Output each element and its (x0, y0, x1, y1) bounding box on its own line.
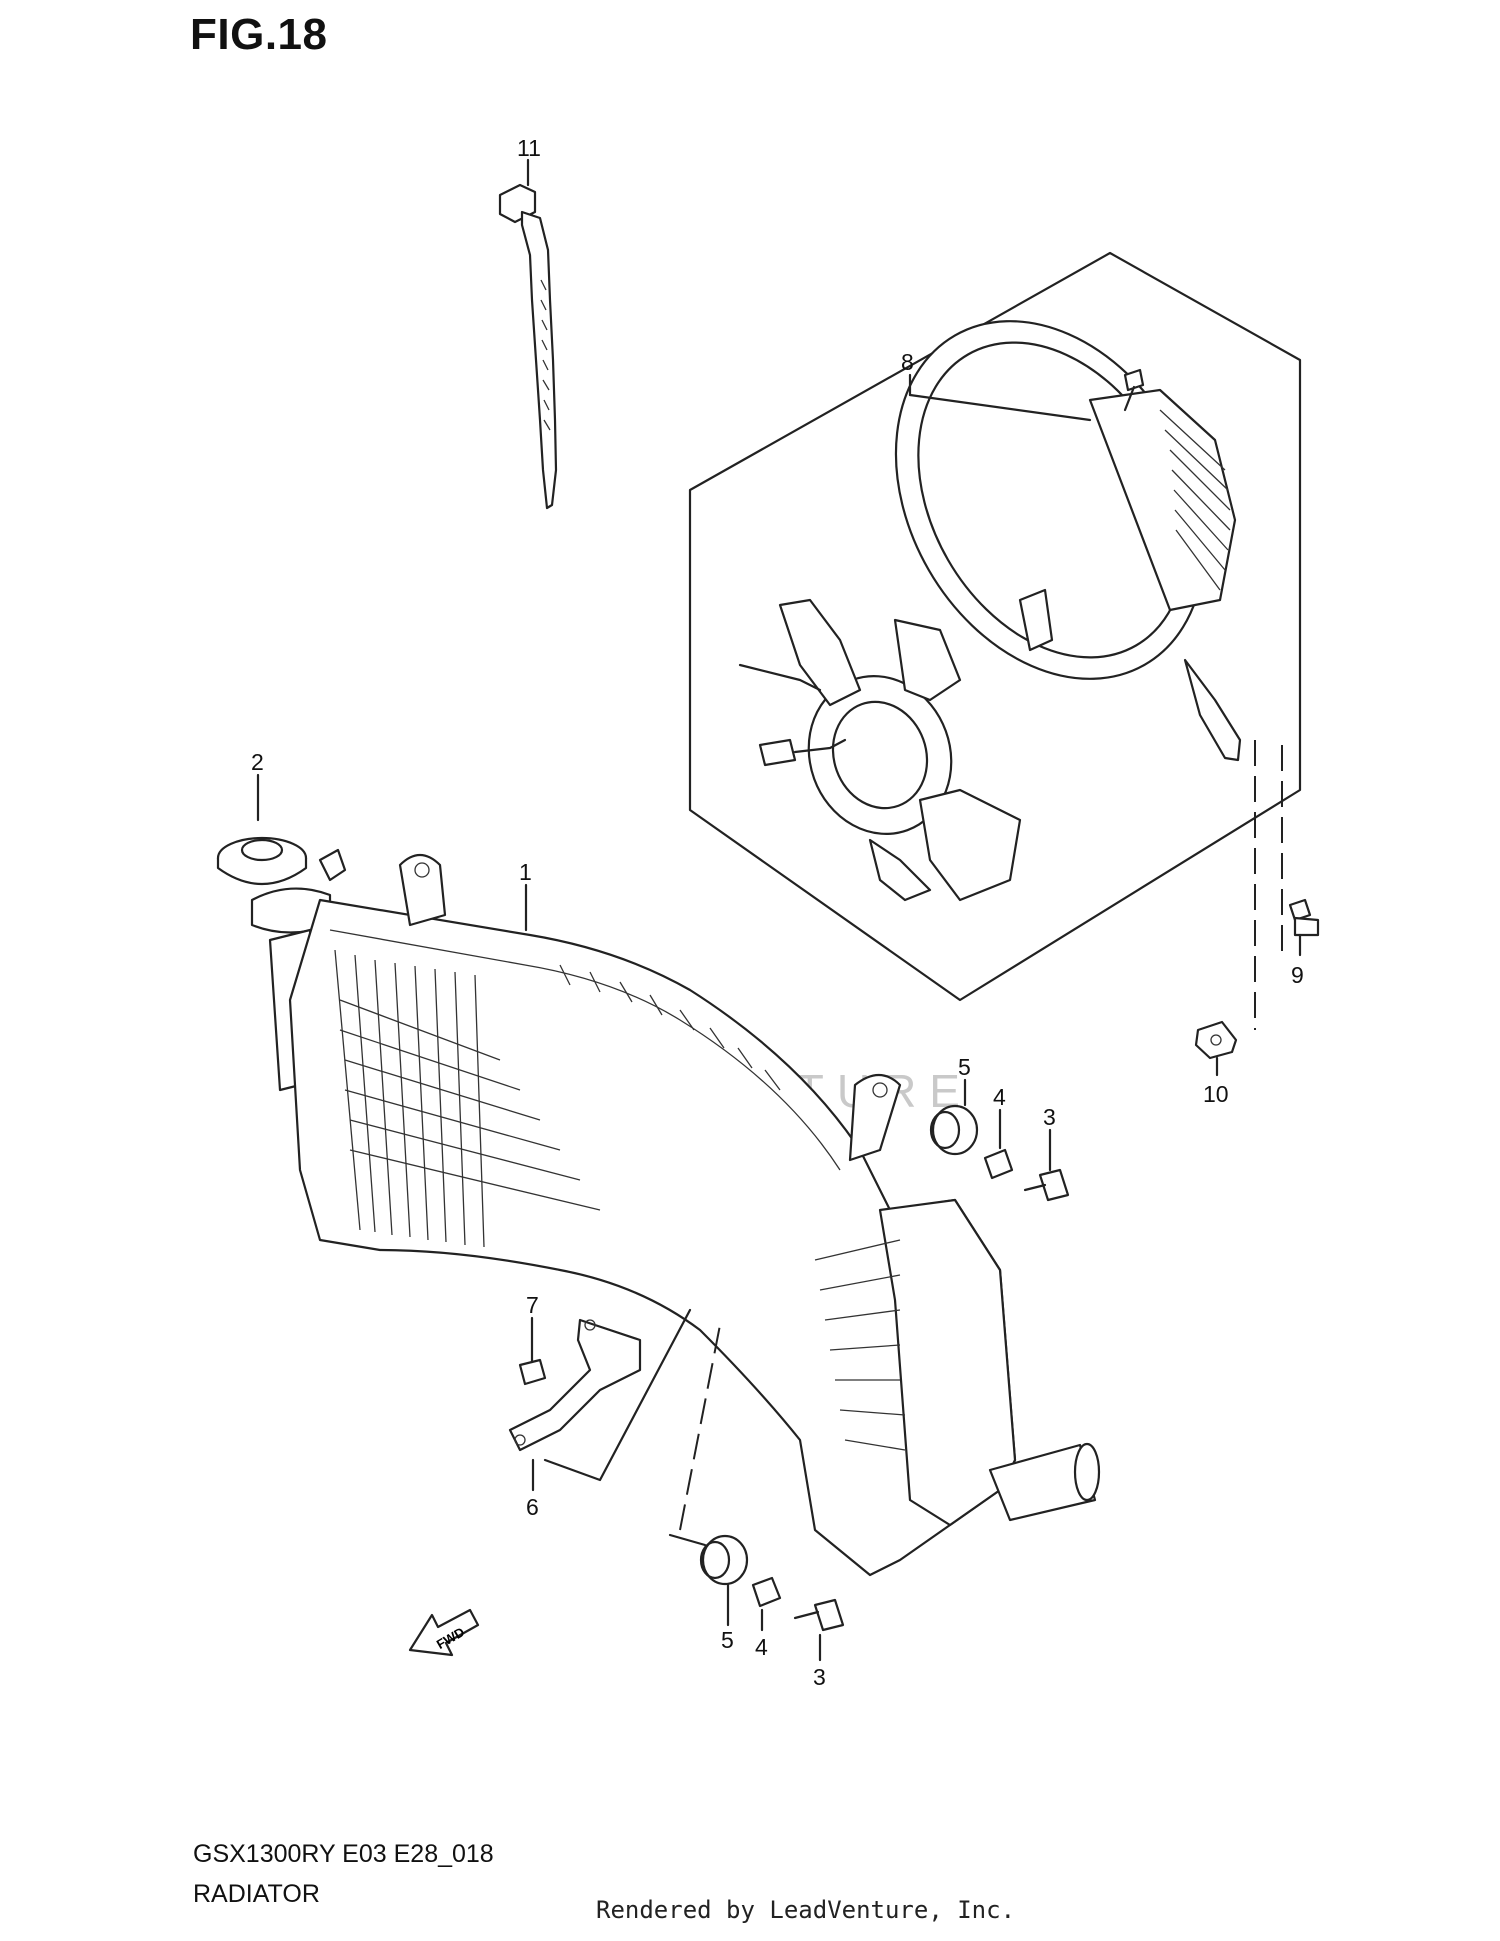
callout-11: 11 (517, 135, 541, 161)
callout-8: 8 (901, 349, 914, 375)
rendered-by-credit: Rendered by LeadVenture, Inc. (596, 1896, 1016, 1924)
part-6-bracket (508, 1318, 642, 1452)
callout-9: 9 (1291, 962, 1304, 988)
part-8-fan-shroud (894, 320, 1242, 762)
part-11-cable-tie (498, 183, 558, 510)
section-title: RADIATOR (193, 1880, 320, 1908)
part-9-bolt (1288, 898, 1320, 937)
callout-3-lower: 3 (813, 1664, 826, 1690)
part-4-collar-upper (983, 1148, 1014, 1180)
callout-6: 6 (526, 1494, 539, 1520)
callout-5-lower: 5 (721, 1627, 734, 1653)
figure-title: FIG.18 (190, 10, 328, 59)
part-1-radiator (250, 848, 1101, 1577)
part-5-grommet-upper (929, 1104, 979, 1156)
callout-5-upper: 5 (958, 1054, 971, 1080)
part-7-bolt (518, 1316, 547, 1386)
callout-4-lower: 4 (755, 1634, 768, 1660)
callout-4-upper: 4 (993, 1084, 1006, 1110)
part-10-clip-nut (1194, 1020, 1238, 1060)
callout-10: 10 (1203, 1081, 1229, 1107)
model-code: GSX1300RY E03 E28_018 (193, 1840, 494, 1868)
part-4-collar-lower (751, 1576, 782, 1608)
callout-7: 7 (526, 1292, 539, 1318)
callout-3-upper: 3 (1043, 1104, 1056, 1130)
callout-1: 1 (519, 859, 532, 885)
fwd-arrow-icon: FWD (408, 1608, 480, 1657)
part-5-grommet-lower (699, 1534, 749, 1586)
part-2-radiator-cap (216, 836, 308, 885)
part-8-fan-motor-blades (738, 598, 1022, 902)
part-8-fan-assembly-box (688, 251, 1302, 1002)
part-3-bolt-lower (793, 1598, 845, 1632)
part-3-bolt-upper (1023, 1168, 1070, 1202)
callout-2: 2 (251, 749, 264, 775)
